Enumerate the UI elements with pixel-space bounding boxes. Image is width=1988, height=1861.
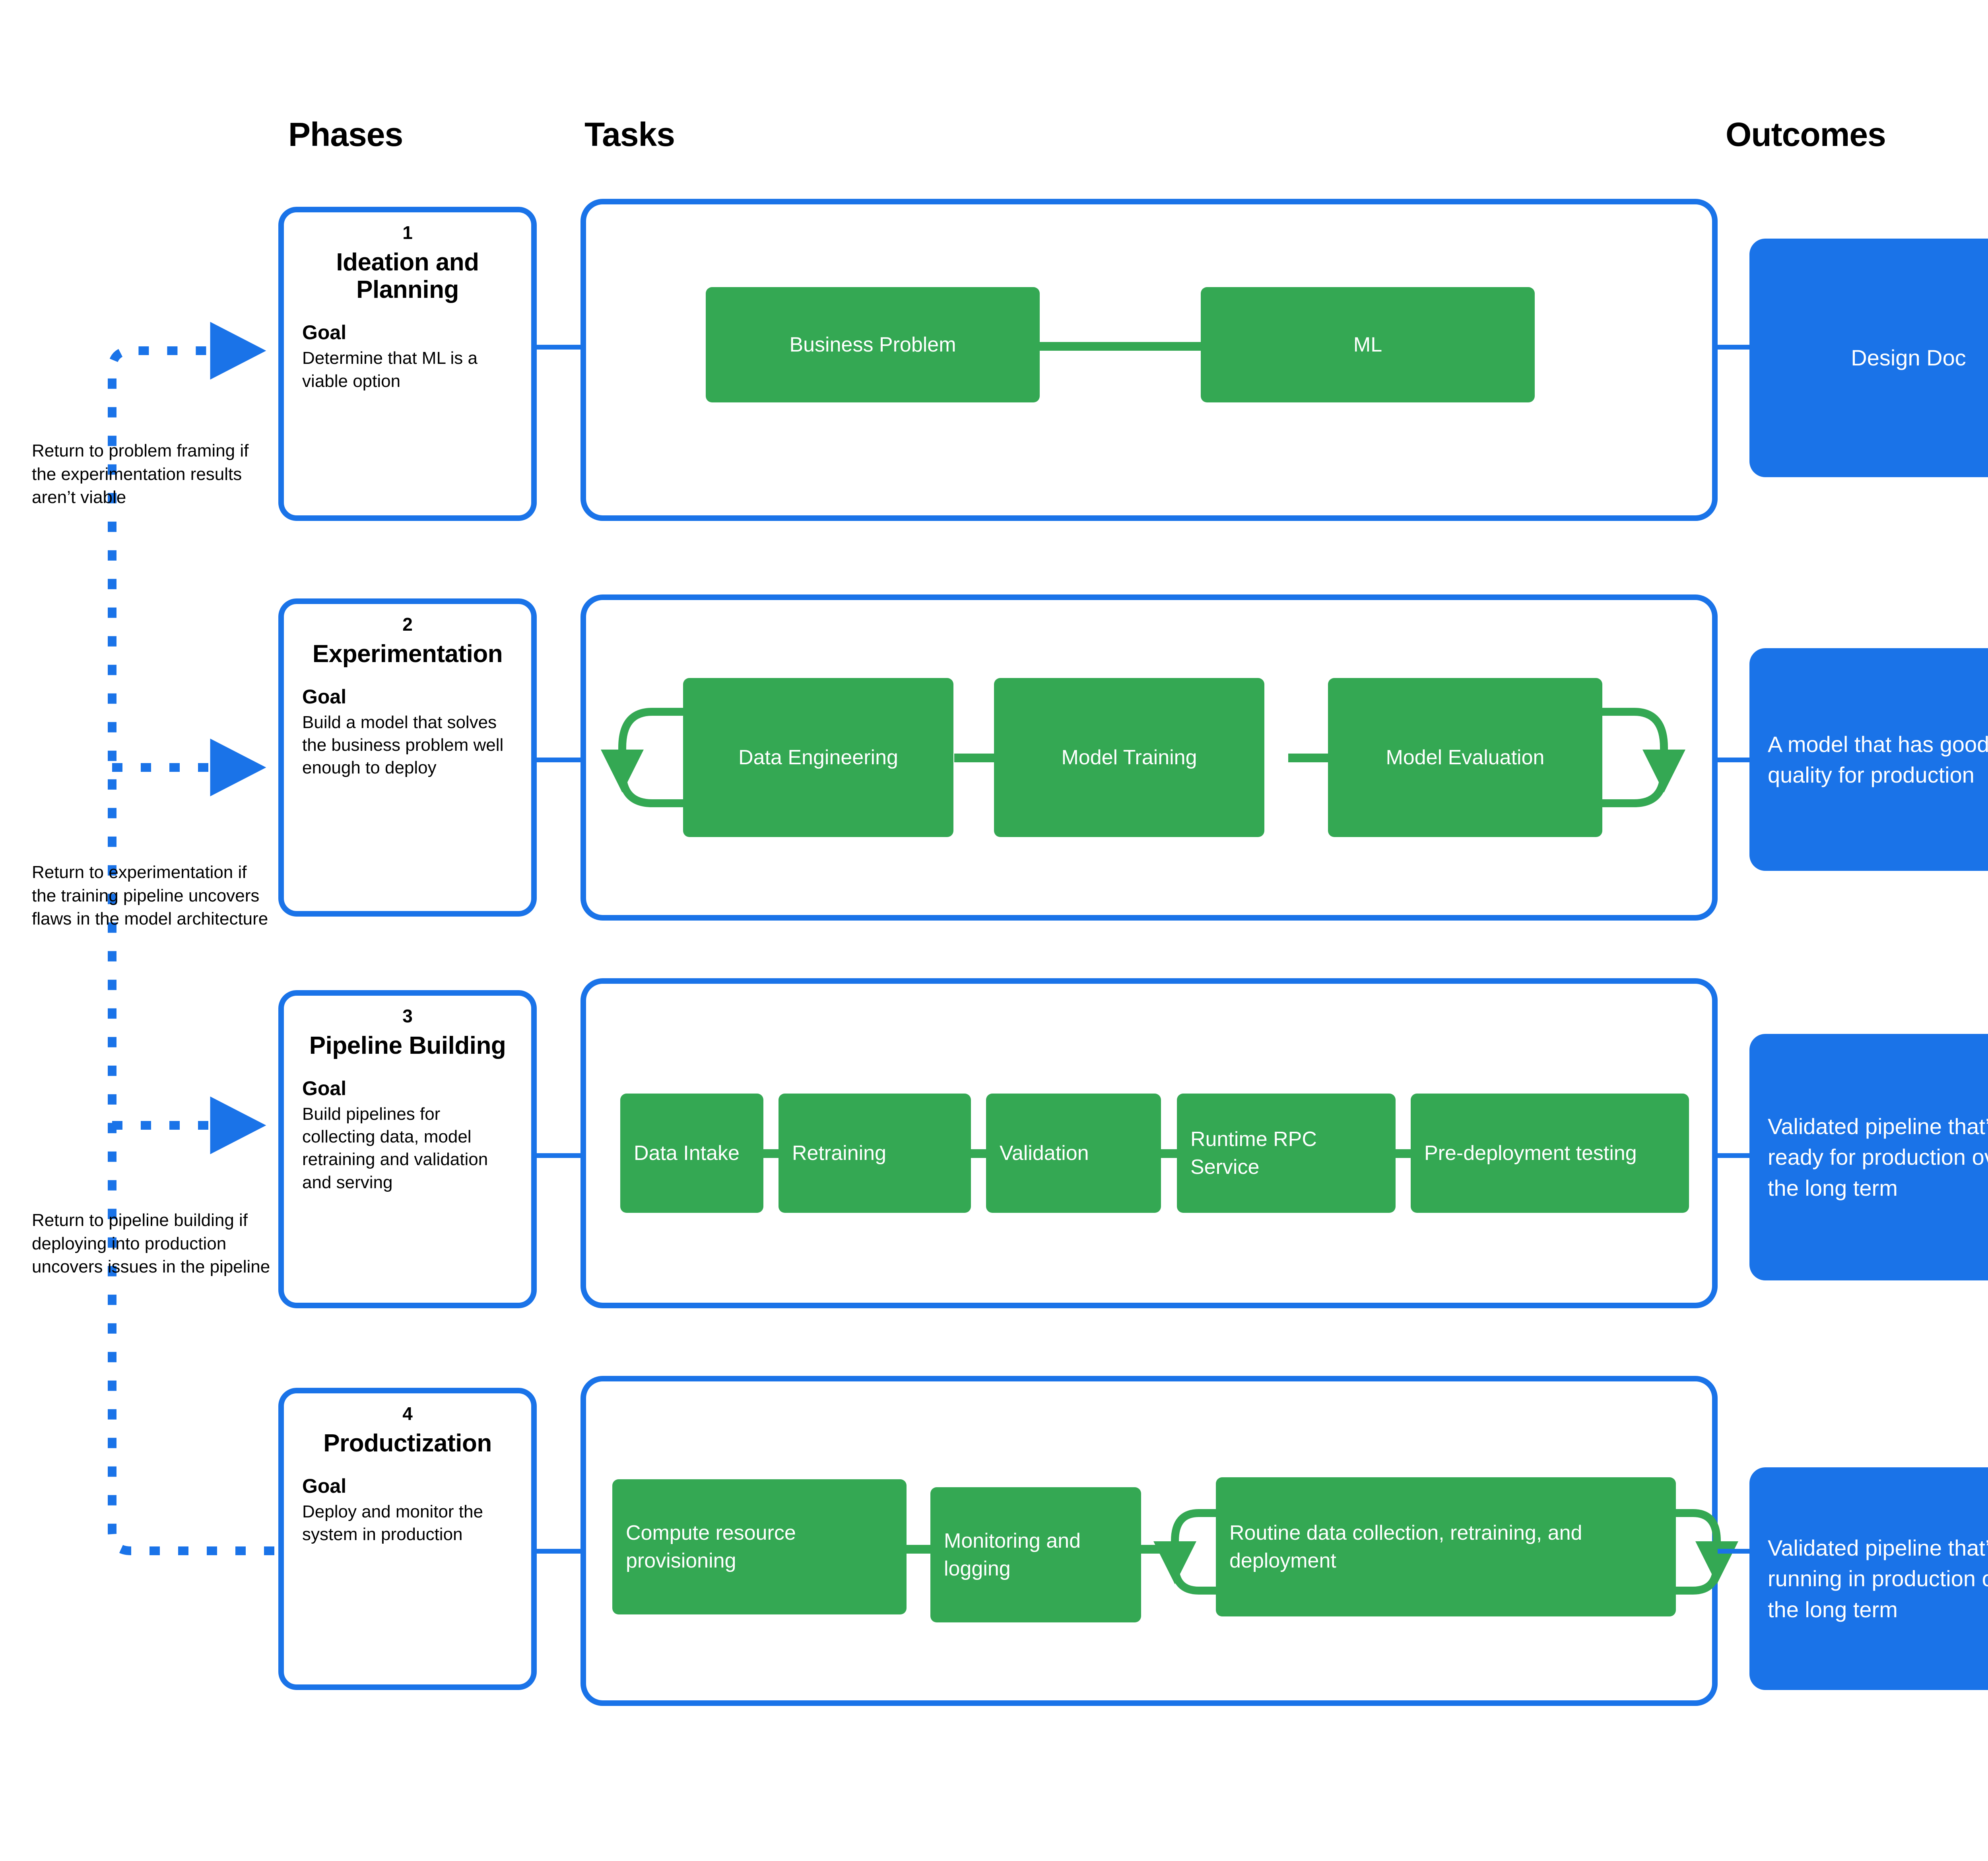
goal-label: Goal xyxy=(302,1475,347,1498)
goal-text: Determine that ML is a viable option xyxy=(302,348,478,391)
phase-title: Productization xyxy=(323,1429,492,1457)
task-box[interactable]: Retraining xyxy=(779,1094,971,1213)
task-box[interactable]: Data Engineering xyxy=(683,678,953,837)
task-box[interactable]: Data Intake xyxy=(620,1094,763,1213)
task-label: Model Evaluation xyxy=(1386,746,1545,769)
phase-card-2[interactable]: 2 Experimentation Goal Build a model tha… xyxy=(278,598,537,917)
outcome-box-4[interactable]: Validated pipeline that’s running in pro… xyxy=(1749,1467,1988,1690)
phase-number: 3 xyxy=(402,1006,413,1026)
task-box[interactable]: Compute resource provisioning xyxy=(612,1479,907,1614)
task-box[interactable]: Runtime RPC Service xyxy=(1177,1094,1396,1213)
task-link-2a xyxy=(954,754,994,762)
task-label: Validation xyxy=(1000,1141,1089,1165)
task-link-4a xyxy=(907,1545,930,1554)
task-link-3c xyxy=(1161,1149,1177,1158)
return-note-2: Return to experimentation if the trainin… xyxy=(32,863,268,929)
task-link-1 xyxy=(1034,342,1207,351)
task-label: Business Problem xyxy=(789,333,956,356)
connector-phase2-tasks xyxy=(537,758,580,762)
task-label: Monitoring and logging xyxy=(944,1529,1081,1580)
outcome-label: A model that has good quality for produc… xyxy=(1768,731,1988,787)
task-box[interactable]: Pre-deployment testing xyxy=(1411,1094,1689,1213)
phase-title: Experimentation xyxy=(312,640,503,668)
task-link-3a xyxy=(763,1149,779,1158)
goal-text: Build a model that solves the business p… xyxy=(302,713,504,778)
task-link-3d xyxy=(1395,1149,1411,1158)
task-label: Data Engineering xyxy=(738,746,898,769)
task-link-3b xyxy=(970,1149,986,1158)
task-box[interactable]: Routine data collection, retraining, and… xyxy=(1216,1477,1676,1616)
task-link-2b xyxy=(1288,754,1328,762)
phase-number: 4 xyxy=(402,1403,413,1424)
outcome-box-2[interactable]: A model that has good quality for produc… xyxy=(1749,648,1988,871)
task-label: ML xyxy=(1353,333,1382,356)
task-box[interactable]: Model Training xyxy=(994,678,1264,837)
outcome-label: Validated pipeline that’s ready for prod… xyxy=(1768,1114,1988,1201)
task-label: Model Training xyxy=(1061,746,1197,769)
goal-text: Deploy and monitor the system in product… xyxy=(302,1502,483,1544)
goal-label: Goal xyxy=(302,686,347,708)
return-note-3: Return to pipeline building if deploying… xyxy=(32,1210,270,1277)
task-box[interactable]: Validation xyxy=(986,1094,1161,1213)
task-label: Retraining xyxy=(792,1141,887,1165)
column-header-outcomes: Outcomes xyxy=(1726,116,1886,153)
outcome-box-3[interactable]: Validated pipeline that’s ready for prod… xyxy=(1749,1034,1988,1280)
outcome-box-1[interactable]: Design Doc xyxy=(1749,239,1988,477)
goal-label: Goal xyxy=(302,1077,347,1100)
task-label: Data Intake xyxy=(634,1141,740,1165)
goal-text: Build pipelines for collecting data, mod… xyxy=(302,1104,488,1192)
task-label: Compute resource provisioning xyxy=(626,1521,796,1572)
phase-card-1[interactable]: 1 Ideation and Planning Goal Determine t… xyxy=(278,207,537,521)
task-label: Routine data collection, retraining, and… xyxy=(1229,1521,1582,1572)
connector-phase3-tasks xyxy=(537,1153,580,1158)
task-box[interactable]: Model Evaluation xyxy=(1328,678,1602,837)
phase-card-4[interactable]: 4 Productization Goal Deploy and monitor… xyxy=(278,1388,537,1690)
phase-number: 1 xyxy=(402,222,413,243)
task-box[interactable]: Business Problem xyxy=(706,287,1040,402)
column-header-phases: Phases xyxy=(288,116,403,153)
phase-card-3[interactable]: 3 Pipeline Building Goal Build pipelines… xyxy=(278,990,537,1308)
phase-number: 2 xyxy=(402,614,413,635)
column-header-tasks: Tasks xyxy=(584,116,675,153)
connector-phase1-tasks xyxy=(537,345,580,350)
connector-phase4-tasks xyxy=(537,1549,580,1554)
task-label: Runtime RPC Service xyxy=(1190,1127,1317,1179)
task-label: Pre-deployment testing xyxy=(1424,1141,1637,1165)
goal-label: Goal xyxy=(302,321,347,344)
phase-title: Ideation and Planning xyxy=(336,248,479,304)
task-link-4b xyxy=(1141,1545,1165,1554)
task-box[interactable]: ML xyxy=(1201,287,1535,402)
task-box[interactable]: Monitoring and logging xyxy=(930,1487,1141,1622)
phase-title: Pipeline Building xyxy=(309,1032,506,1059)
outcome-label: Design Doc xyxy=(1851,345,1966,371)
return-note-1: Return to problem framing if the experim… xyxy=(32,441,249,507)
outcome-label: Validated pipeline that’s running in pro… xyxy=(1768,1535,1988,1622)
